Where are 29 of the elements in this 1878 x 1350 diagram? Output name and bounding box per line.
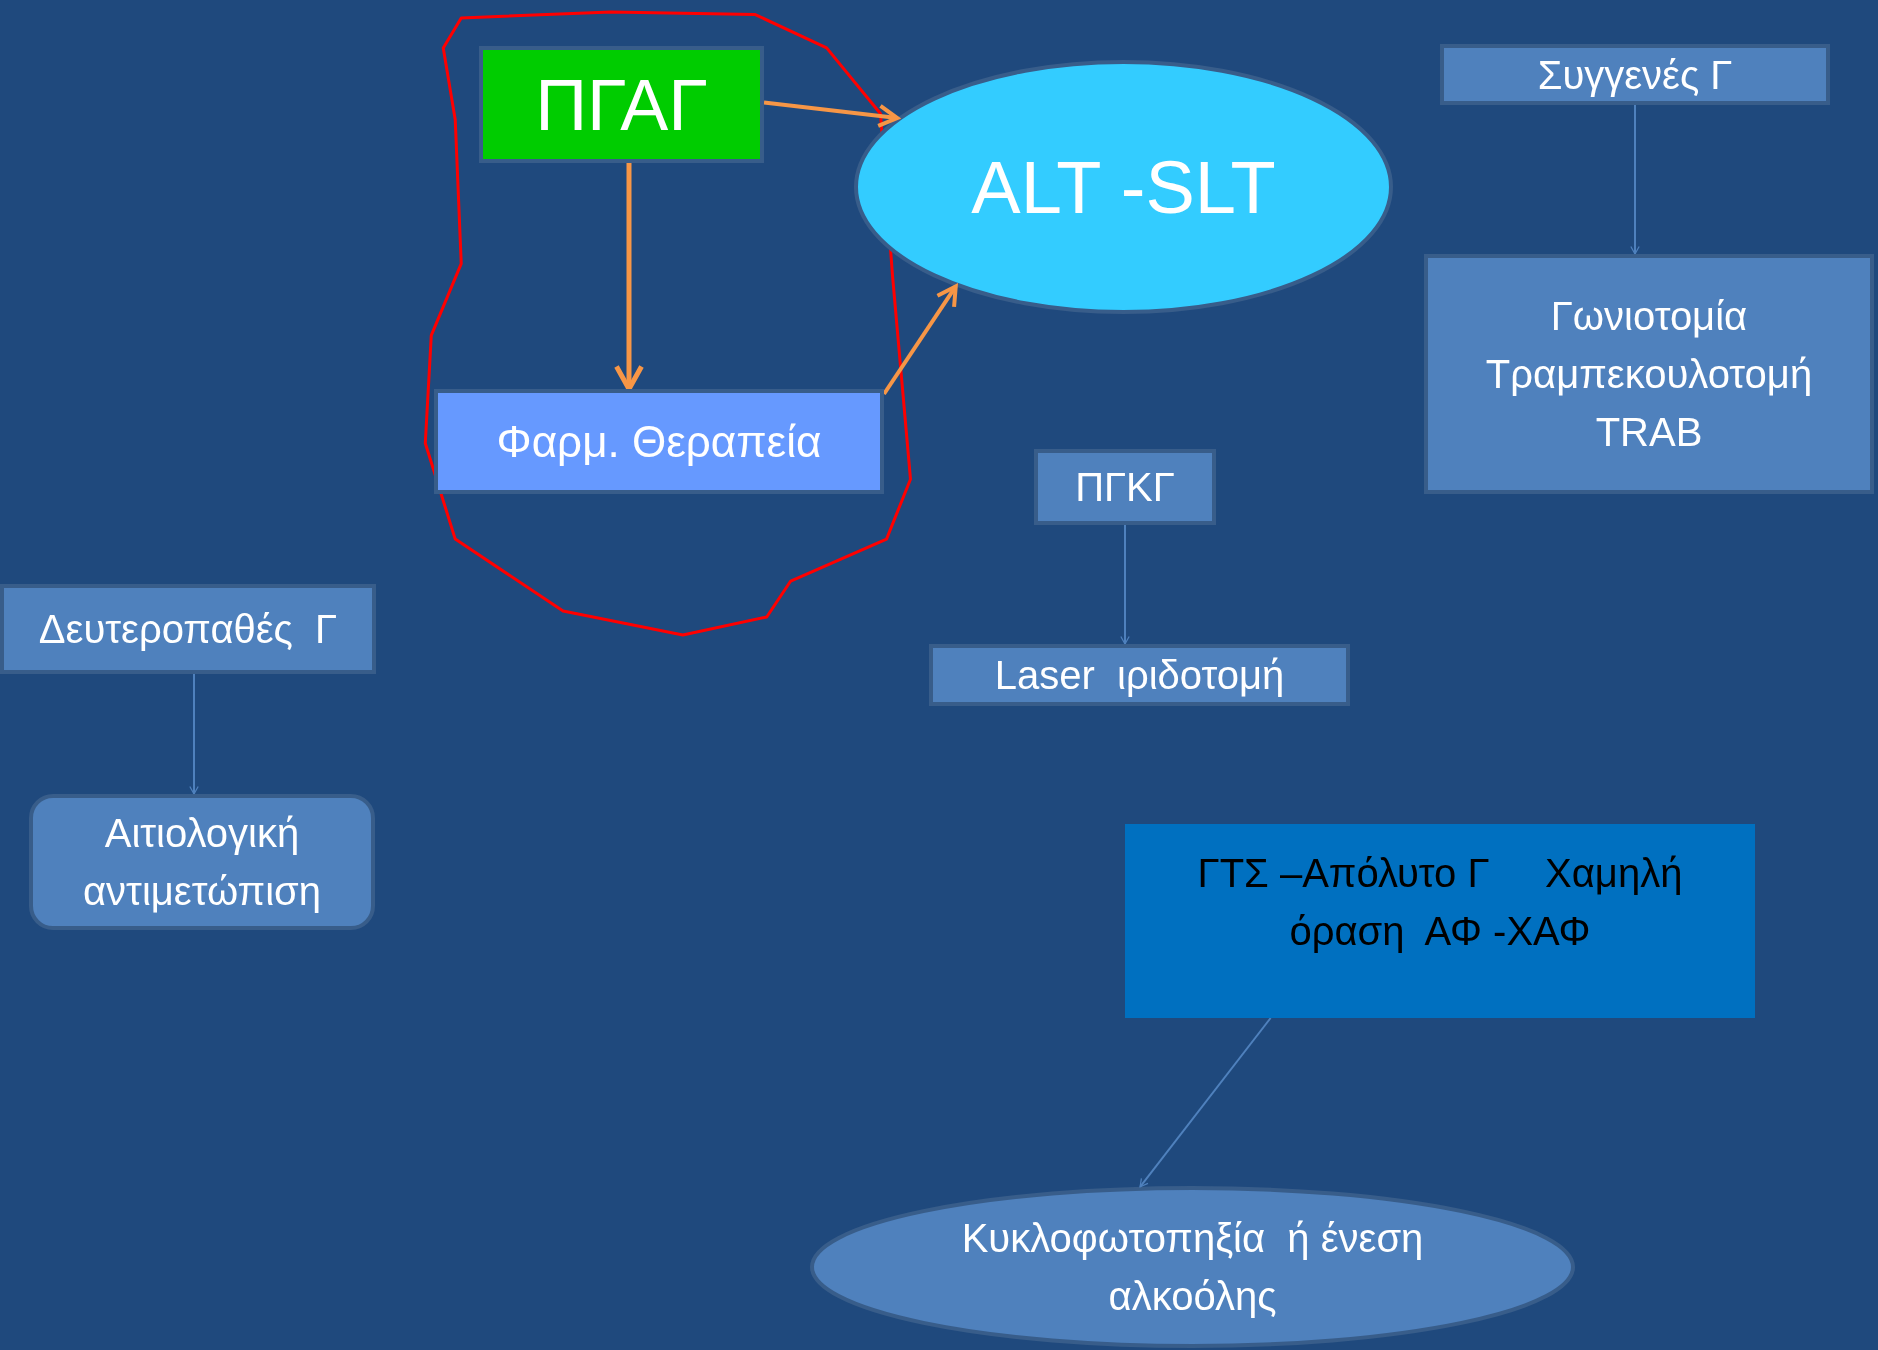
node-label: Αιτιολογική αντιμετώπιση (82, 810, 322, 915)
node-label: ΓΤΣ –Απόλυτο Γ Χαμηλή όραση ΑΦ -ΧΑΦ (1196, 850, 1684, 955)
node-label: Δευτεροπαθές Γ (38, 606, 338, 653)
node-label: ΠΓΑΓ (535, 63, 708, 147)
node-label: Κυκλοφωτοπηξία ή ένεση αλκοόλης (960, 1215, 1425, 1320)
arrow (614, 163, 644, 392)
process-box (0, 584, 376, 674)
arrow (1630, 104, 1640, 255)
node-label: Γωνιοτομία (1550, 293, 1748, 340)
node-label: ALT -SLT (971, 144, 1276, 231)
node-label: ΠΓΚΓ (1075, 464, 1175, 511)
arrow (189, 673, 199, 795)
process-box (1424, 254, 1874, 494)
arrow (1139, 1017, 1272, 1188)
node-label: Φαρμ. Θεραπεία (496, 415, 822, 468)
arrow (882, 284, 958, 396)
node-label: Laser ιριδοτομή (994, 652, 1285, 699)
process-box (929, 644, 1350, 706)
process-box (1034, 449, 1216, 525)
text-box (1125, 824, 1755, 1018)
arrow (763, 100, 900, 128)
process-box (434, 389, 884, 494)
arrow (1120, 524, 1130, 645)
node-label: Συγγενές Γ (1537, 51, 1733, 99)
node-label: TRAB (1595, 409, 1703, 456)
process-box (1440, 44, 1830, 105)
process-box (29, 794, 375, 930)
node-label: Τραμπεκουλοτομή (1485, 351, 1813, 398)
process-box (479, 46, 764, 163)
